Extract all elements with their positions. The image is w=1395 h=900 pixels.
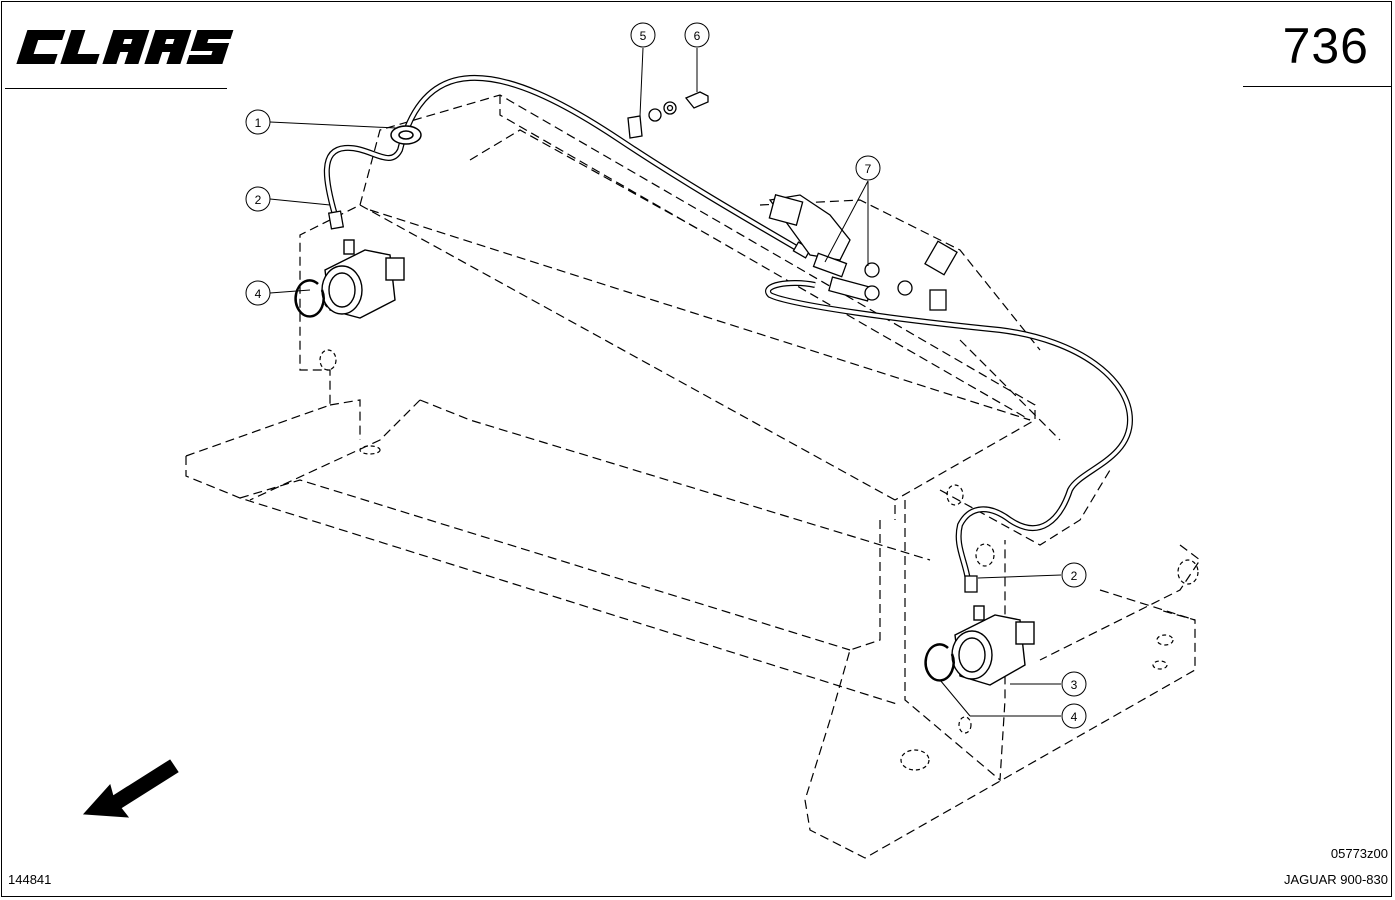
machine-model: JAGUAR 900-830: [1283, 872, 1388, 887]
callout-7-label: 7: [865, 162, 872, 176]
callout-5-label: 5: [640, 29, 647, 43]
callout-2-top-circle: [245, 186, 271, 212]
cylinder-right: [951, 605, 1035, 686]
clip-and-bolt: [627, 91, 709, 139]
callout-1-label: 1: [255, 116, 262, 130]
hose-fittings: [327, 210, 978, 593]
callout-4-left-label: 4: [255, 287, 262, 301]
grommet: [390, 125, 422, 145]
frame-outline: [185, 94, 1201, 859]
callout-5-circle: [630, 22, 656, 48]
direction-arrow-icon: [82, 759, 179, 818]
callout-6-circle: [684, 22, 710, 48]
circlips: [294, 279, 955, 682]
cylinder-left: [321, 239, 405, 319]
document-id: 144841: [8, 872, 52, 887]
header-rule-left: [5, 88, 227, 89]
callout-2-top-label: 2: [255, 193, 262, 207]
callout-3-label: 3: [1071, 678, 1078, 692]
callout-6-label: 6: [694, 29, 701, 43]
page-number: 736: [1282, 18, 1369, 74]
leader-lines: [269, 47, 1062, 717]
hydraulic-hoses: [323, 74, 1134, 581]
callout-4-left-circle: [245, 280, 271, 306]
header-rule-right: [1243, 86, 1391, 87]
callout-2-right-label: 2: [1071, 569, 1078, 583]
callout-circles: [245, 22, 1087, 729]
valve-connectors: [768, 193, 958, 311]
callout-7-circle: [855, 155, 881, 181]
callout-4-right-circle: [1061, 703, 1087, 729]
callout-2-right-circle: [1061, 562, 1087, 588]
callout-4-right-label: 4: [1071, 710, 1078, 724]
callout-1-circle: [245, 109, 271, 135]
figure-code: 05773z00: [1330, 846, 1388, 861]
claas-logo: [16, 30, 234, 64]
callout-3-circle: [1061, 671, 1087, 697]
